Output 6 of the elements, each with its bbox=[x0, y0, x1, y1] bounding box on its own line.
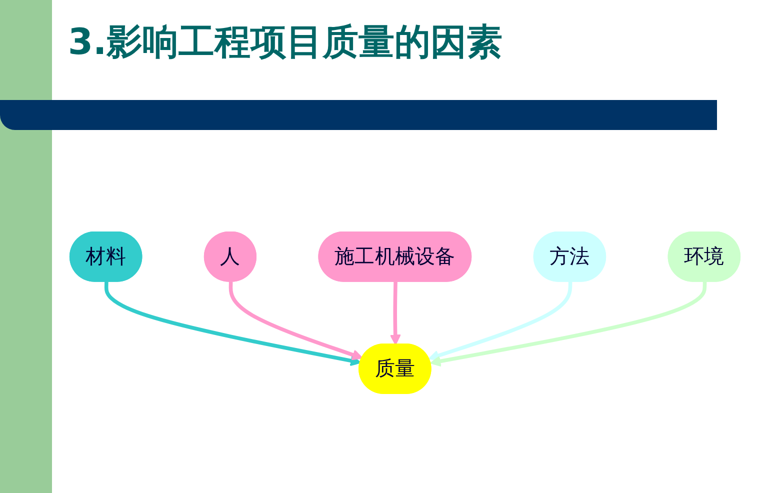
arrow bbox=[104, 282, 362, 366]
arrow bbox=[430, 282, 707, 367]
slide-title: 3.影响工程项目质量的因素 bbox=[68, 21, 503, 65]
arrow bbox=[428, 282, 572, 362]
arrow bbox=[390, 282, 401, 346]
arrow bbox=[228, 282, 364, 360]
